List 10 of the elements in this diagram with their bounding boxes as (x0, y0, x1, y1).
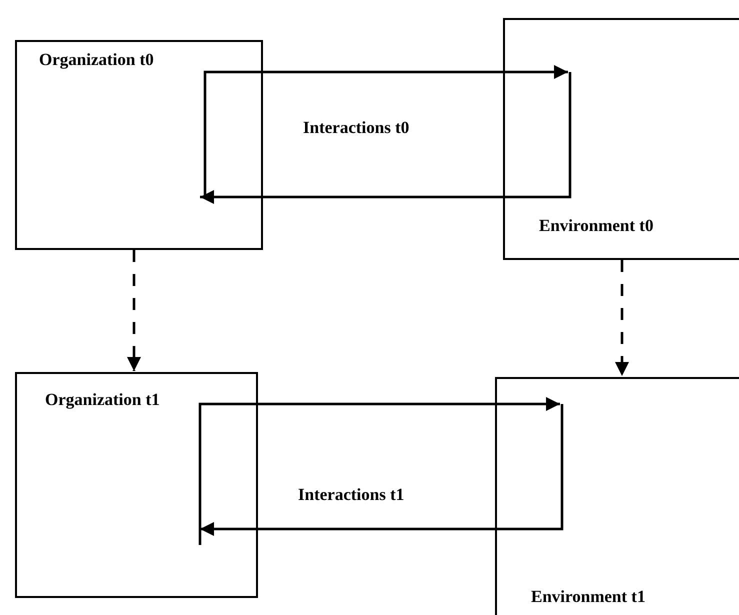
dashed-arrow (127, 250, 141, 371)
box (15, 372, 258, 598)
box (15, 40, 263, 250)
box-title: Organization t0 (39, 50, 154, 70)
box-title: Organization t1 (45, 390, 160, 410)
box (495, 377, 739, 615)
box (503, 18, 739, 260)
box-title: Environment t0 (539, 216, 654, 236)
box-title: Environment t1 (531, 587, 646, 607)
dashed-arrow (615, 260, 629, 376)
